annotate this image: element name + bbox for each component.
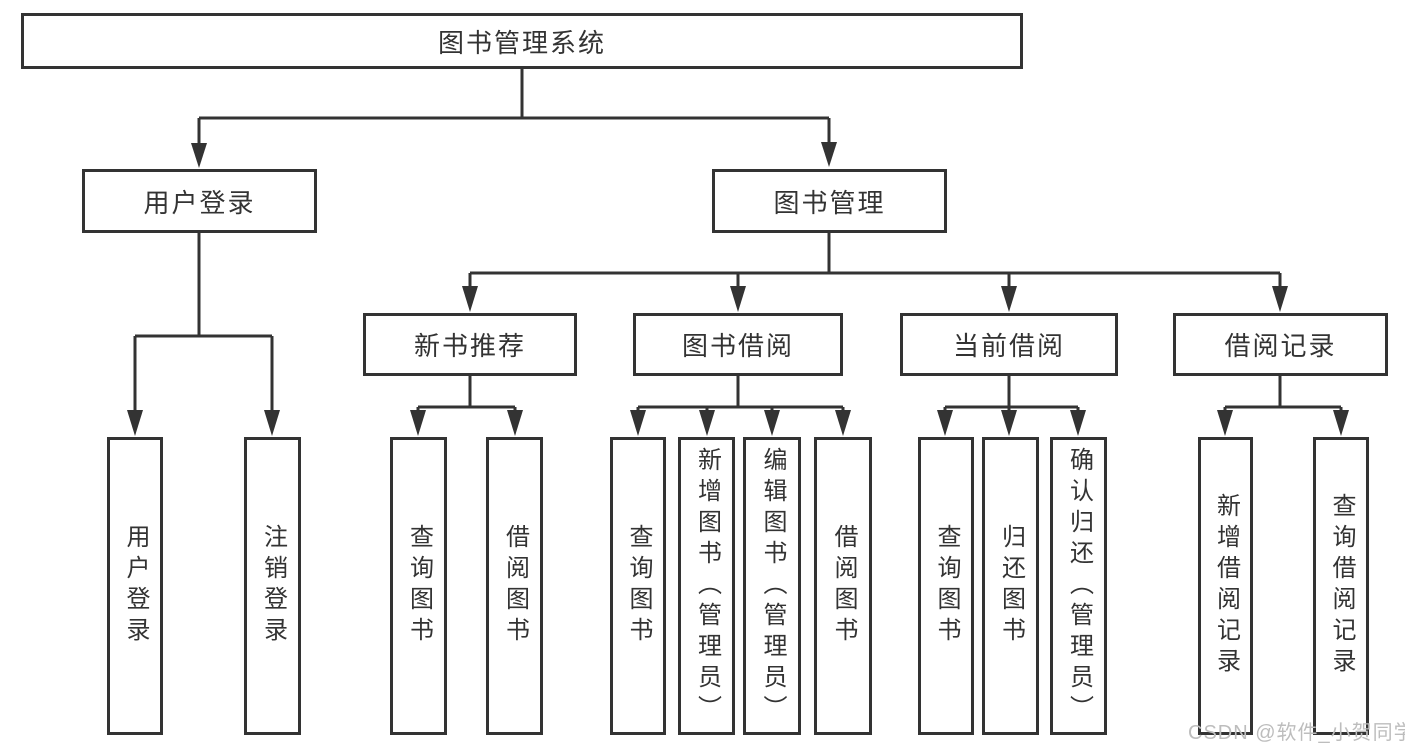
arrowhead <box>1070 410 1086 436</box>
arrowhead <box>730 286 746 312</box>
arrowhead <box>937 410 953 436</box>
arrowhead <box>764 410 780 436</box>
arrowhead <box>462 286 478 312</box>
arrowhead <box>507 410 523 436</box>
arrowhead <box>1333 410 1349 436</box>
node-leaf-query-books: 查询图书 <box>390 437 447 735</box>
connector-book-mgmt-children <box>462 233 1288 312</box>
node-leaf-query-borrow-record: 查询借阅记录 <box>1313 437 1369 735</box>
node-borrowing-records: 借阅记录 <box>1173 313 1388 376</box>
connector-current-borrow-children <box>937 376 1086 436</box>
node-leaf-logout: 注销登录 <box>244 437 301 735</box>
node-current-borrowing: 当前借阅 <box>900 313 1118 376</box>
arrowhead <box>127 410 143 436</box>
node-leaf-return-books: 归还图书 <box>982 437 1039 735</box>
node-leaf-user-login: 用户登录 <box>107 437 163 735</box>
arrowhead <box>821 142 837 167</box>
connector-root-to-level2 <box>191 69 837 168</box>
arrowhead <box>1217 410 1233 436</box>
node-user-login: 用户登录 <box>82 169 317 233</box>
connector-new-book-children <box>410 376 523 436</box>
node-book-management: 图书管理 <box>712 169 947 233</box>
node-leaf-borrow-books: 借阅图书 <box>814 437 872 735</box>
arrowhead <box>1272 286 1288 312</box>
node-book-borrowing: 图书借阅 <box>633 313 843 376</box>
node-library-management-system: 图书管理系统 <box>21 13 1023 69</box>
arrowhead <box>264 410 280 436</box>
node-leaf-query-books: 查询图书 <box>610 437 666 735</box>
node-leaf-confirm-return-admin: 确认归还（管理员） <box>1050 437 1107 735</box>
node-leaf-edit-books-admin: 编辑图书（管理员） <box>743 437 801 735</box>
arrowhead <box>191 143 207 168</box>
arrowhead <box>1001 410 1017 436</box>
node-leaf-add-books-admin: 新增图书（管理员） <box>678 437 735 735</box>
node-leaf-add-borrow-record: 新增借阅记录 <box>1198 437 1253 735</box>
node-new-book-recommendation: 新书推荐 <box>363 313 577 376</box>
connector-borrow-record-children <box>1217 376 1349 436</box>
node-leaf-borrow-books: 借阅图书 <box>486 437 543 735</box>
connector-user-login-children <box>127 233 280 436</box>
node-leaf-query-books: 查询图书 <box>918 437 974 735</box>
arrowhead <box>1001 286 1017 312</box>
arrowhead <box>699 410 715 436</box>
watermark: CSDN @软件_小贺同学 <box>1188 722 1405 744</box>
connector-book-borrow-children <box>630 376 851 436</box>
arrowhead <box>410 410 426 436</box>
arrowhead <box>835 410 851 436</box>
arrowhead <box>630 410 646 436</box>
